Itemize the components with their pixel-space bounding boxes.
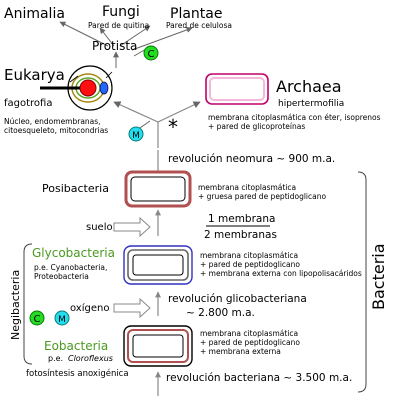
eobacteria-title: Eobacteria <box>44 339 108 353</box>
glycobacteria-note-1: membrana citoplasmática <box>200 251 298 260</box>
glycobacteria-note-2: + pared de peptidoglicano <box>200 260 300 269</box>
archaea-cell-icon <box>205 73 269 105</box>
kingdom-plantae: Plantae <box>170 6 222 22</box>
suelo-label: suelo <box>86 222 113 233</box>
mitochondria-icon <box>128 126 144 142</box>
chloroplast-label: C <box>148 49 155 60</box>
bacteria-label: Bacteria <box>369 243 388 310</box>
bacterial-revolution: revolución bacteriana ~ 3.500 m.a. <box>166 372 352 384</box>
archaea-note-2: + pared de glicoproteínas <box>208 122 305 131</box>
plantae-wall-note: Pared de celulosa <box>166 21 232 30</box>
glycobacterial-revolution-2: ~ 2.800 m.a. <box>186 307 255 319</box>
fungi-wall-note: Pared de quitina <box>88 21 149 30</box>
eobacteria-example-genus: Cloroflexus <box>68 354 113 363</box>
eobacteria-note-3: + membrana externa <box>200 347 281 356</box>
eukarya-title: Eukarya <box>4 66 65 84</box>
glycobacteria-example-1: p.e. Cyanobacteria, <box>34 263 107 272</box>
eobacteria-metabolism: fotosíntesis anoxigénica <box>26 368 129 379</box>
kingdom-fungi: Fungi <box>102 4 140 20</box>
glycobacteria-note-3: + membrana externa con lipopolisacáridos <box>200 269 362 278</box>
kingdom-branches <box>59 21 193 68</box>
asterisk-marker: * <box>168 115 178 139</box>
eukarya-features-1: Núcleo, endomembranas, <box>4 117 101 126</box>
mitochondria-label: M <box>132 131 140 141</box>
neomura-revolution: revolución neomura ~ 900 m.a. <box>168 153 335 165</box>
archaea-trait: hipertermofilia <box>278 99 344 109</box>
glycobacteria-cell-icon <box>123 245 193 285</box>
negibacteria-label: Negibacteria <box>9 270 22 340</box>
archaea-title: Archaea <box>276 77 342 96</box>
eukarya-feeding: fagotrofia <box>4 98 52 109</box>
chloroplast-icon-eobacteria <box>29 310 45 326</box>
bacteria-bracket <box>357 171 367 393</box>
suelo-arrow <box>113 216 151 238</box>
eobacteria-example-prefix: p.e. <box>48 354 63 363</box>
chloroplast-label-eobacteria: C <box>34 314 41 325</box>
chloroplast-icon <box>143 45 159 61</box>
posibacteria-title: Posibacteria <box>42 182 109 195</box>
kingdom-animalia: Animalia <box>4 6 65 22</box>
eobacteria-note-2: + pared de peptidoglicano <box>200 338 300 347</box>
negibacteria-bracket <box>23 243 33 365</box>
membranes-two: 2 membranas <box>204 229 277 241</box>
eukarya-features-2: citoesqueleto, mitocondrias <box>4 126 108 135</box>
posibacteria-cell-icon <box>124 170 192 208</box>
glycobacteria-title: Glycobacteria <box>32 246 115 260</box>
mitochondria-label-eobacteria: M <box>58 315 66 325</box>
posibacteria-note-1: membrana citoplasmática <box>198 183 296 192</box>
eobacteria-cell-icon <box>123 325 193 367</box>
membranes-one: 1 membrana <box>208 213 275 225</box>
posibacteria-note-2: + gruesa pared de peptidoglicano <box>198 192 326 201</box>
mitochondria-icon-eobacteria <box>54 310 70 326</box>
eobacteria-note-1: membrana citoplasmática <box>200 329 298 338</box>
oxygen-arrow <box>113 297 151 319</box>
oxygen-label: oxígeno <box>70 302 109 314</box>
archaea-note-1: membrana citoplasmática con éter, isopre… <box>208 113 381 122</box>
kingdom-protista: Protista <box>92 39 137 53</box>
neomura-branches <box>113 101 201 148</box>
glycobacterial-revolution-1: revolución glicobacteriana <box>168 293 307 305</box>
glycobacteria-example-2: Proteobacteria <box>34 272 89 281</box>
